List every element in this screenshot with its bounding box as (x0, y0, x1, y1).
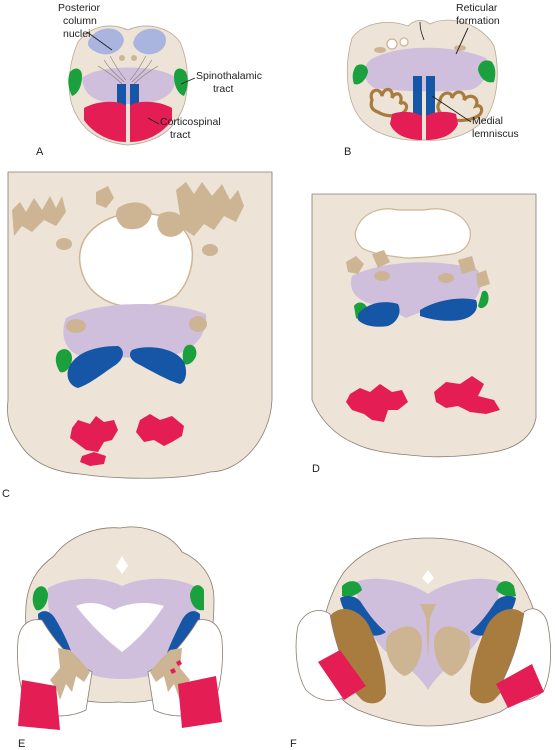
panel-c-spinothalamic-left (55, 349, 72, 373)
leader-corticospinal (147, 117, 160, 125)
panel-e-corticospinal-right (178, 676, 222, 728)
label-reticular-line2: formation (456, 15, 500, 27)
panel-e-medial-lemniscus-right (166, 611, 200, 661)
panel-b-spinothalamic-right (478, 60, 496, 83)
panel-f-spinothalamic-left (342, 581, 362, 597)
panel-b-reticular-formation (364, 47, 488, 92)
label-posterior-column-line1: Posterior (58, 2, 101, 14)
panel-label-e: E (18, 738, 25, 750)
panel-b-corticospinal-right (426, 111, 458, 140)
panel-a-spinothalamic-left (68, 68, 82, 96)
leader-spinothalamic (180, 77, 196, 85)
panel-d-fourth-ventricle (354, 208, 471, 259)
panel-e-corticospinal-left (18, 680, 60, 730)
panel-f-spinothalamic-right (496, 581, 516, 597)
panel-a-nucleus-dot (119, 55, 125, 61)
panel-b-nucleus (454, 45, 466, 51)
panel-e-cerebral-aqueduct (116, 556, 128, 574)
panel-label-c: C (2, 488, 10, 500)
label-medial-lemniscus-line2: lemniscus (472, 128, 519, 140)
leader-posterior-column (86, 31, 113, 51)
panel-c-pontine-nuclei-left (12, 186, 152, 236)
label-corticospinal-line1: Corticospinal (160, 116, 221, 128)
label-reticular-line1: Reticular (456, 2, 498, 14)
label-posterior-column-line3: nuclei (63, 28, 90, 40)
panel-a-fibers (97, 55, 159, 85)
panel-b-fissure (419, 21, 425, 41)
panel-e-section (17, 526, 223, 730)
panel-c-pontine-nuclei-right (56, 182, 244, 333)
panel-c-reticular-formation (63, 303, 207, 358)
panel-a-nucleus-dot (131, 55, 137, 61)
label-spinothalamic-line2: tract (213, 83, 234, 95)
panel-f-cerebral-peduncle-left (326, 609, 386, 704)
panel-d-medial-lemniscus-right (420, 298, 478, 321)
panel-label-d: D (312, 463, 320, 475)
panel-d-medial-lemniscus-left (358, 302, 400, 327)
panel-b-medial-lemniscus-right (426, 76, 435, 116)
panel-f-cerebral-peduncle-right (470, 609, 530, 704)
panel-a-posterior-column-nuclei-right (133, 28, 166, 55)
panel-a-spinothalamic-right (174, 68, 188, 96)
leader-medial-lemniscus (431, 95, 472, 123)
panel-f-medial-lemniscus-left (340, 596, 386, 636)
panel-a-medial-lemniscus-right (130, 84, 139, 106)
panel-b-olive-left (369, 87, 409, 118)
panel-e-white-ventricle (76, 603, 164, 652)
panel-f-red-nucleus-right (434, 626, 470, 676)
panel-f-corticospinal-right (496, 664, 544, 708)
panel-f-cerebral-aqueduct (422, 570, 434, 584)
panel-d-section (311, 193, 537, 458)
panel-e-spinothalamic-left (32, 586, 48, 611)
panel-b-section (346, 19, 498, 141)
panel-f-medial-lemniscus-right (470, 596, 516, 636)
panel-f-red-nucleus-left (386, 626, 422, 676)
panel-a-corticospinal-right (130, 101, 172, 142)
panel-a-corticospinal-left (84, 101, 126, 142)
panel-e-medial-lemniscus-left (38, 611, 72, 659)
panel-label-a: A (36, 146, 44, 158)
panel-label-b: B (344, 146, 351, 158)
panel-e-substantia-nigra-left (50, 648, 90, 700)
panel-b-spinothalamic-left (352, 64, 368, 85)
label-medial-lemniscus-line1: Medial (472, 115, 503, 127)
panel-c-spinothalamic-right (182, 344, 197, 365)
panel-d-spinothalamic-right (478, 290, 489, 309)
leader-reticular (455, 27, 469, 55)
panel-a-posterior-column-nuclei-left (88, 28, 124, 55)
panel-f-section (295, 537, 552, 727)
panel-b-nucleus (399, 37, 409, 47)
panel-d-pontine-nuclei (346, 250, 490, 288)
label-corticospinal-line2: tract (170, 129, 191, 141)
panel-b-medial-lemniscus-left (413, 76, 422, 116)
panel-f-decussation (420, 604, 436, 660)
panel-c-corticospinal-left (80, 452, 106, 466)
panel-f-corticospinal-left (318, 650, 366, 700)
panel-d-corticospinal-left (346, 384, 408, 422)
panel-d-corticospinal-right (434, 376, 500, 414)
panel-e-red-dots (170, 660, 182, 674)
panel-label-f: F (290, 738, 297, 750)
label-spinothalamic-line1: Spinothalamic (196, 70, 262, 82)
panel-e-spinothalamic-right (190, 585, 204, 611)
panel-a-section (68, 25, 188, 146)
panel-a-reticular-formation (82, 67, 176, 104)
panel-c-corticospinal-right (136, 414, 184, 446)
panel-c-section (7, 171, 273, 479)
panel-b-corticospinal-left (390, 111, 422, 140)
panel-c-corticospinal-left (70, 416, 118, 452)
panel-b-nucleus (374, 47, 386, 53)
panel-c-medial-lemniscus-right (130, 347, 187, 384)
panel-a-medial-lemniscus-left (117, 84, 126, 106)
panel-b-nucleus (386, 38, 398, 50)
panel-c-medial-lemniscus-left (67, 346, 123, 388)
label-posterior-column-line2: column (63, 15, 97, 27)
